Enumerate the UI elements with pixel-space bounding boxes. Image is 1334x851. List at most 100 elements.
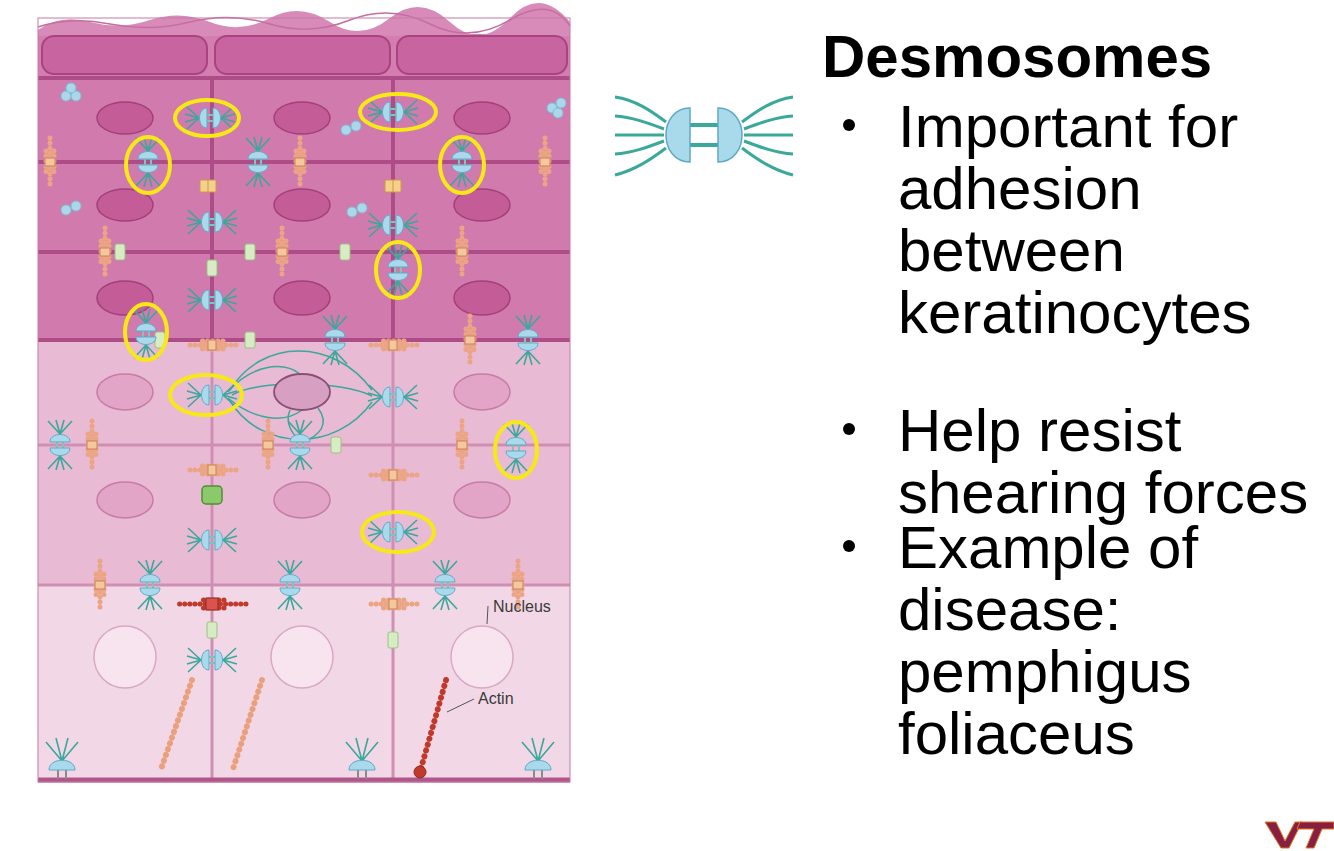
illustration-border <box>38 18 570 782</box>
nucleus <box>454 102 510 134</box>
bullet-dot <box>843 423 855 435</box>
actin-anchor <box>414 766 426 778</box>
basal-nucleus <box>271 626 333 688</box>
granule <box>556 98 566 108</box>
label-text: Nucleus <box>493 598 551 616</box>
hemidesmosome <box>346 738 378 779</box>
adherens-junction <box>45 138 55 186</box>
junctions <box>45 100 554 779</box>
logo-v <box>1265 822 1302 848</box>
nucleus <box>454 374 510 410</box>
basal-nucleus <box>451 626 513 688</box>
adherens-junction <box>369 470 417 480</box>
desmosome-glyph <box>368 100 418 124</box>
cornified-cell <box>397 36 567 74</box>
gap-junction <box>388 632 398 648</box>
nucleus <box>274 374 330 410</box>
actin-junction <box>178 598 246 610</box>
highlight-ring <box>495 422 537 478</box>
part-label: Nucleus <box>493 598 551 616</box>
desmosome-glyph <box>386 245 410 295</box>
adherens-junction <box>87 421 97 469</box>
bullet-dot <box>843 540 855 552</box>
highlight-ring <box>360 94 436 130</box>
nuclei <box>94 102 513 688</box>
granule <box>351 121 361 131</box>
tight-junction <box>385 180 401 192</box>
part-label: Actin <box>478 690 514 708</box>
adherens-junction <box>540 138 550 186</box>
tight-junction <box>200 180 216 192</box>
nucleus <box>454 482 510 518</box>
adherens-junction <box>188 340 236 350</box>
adherens-junction <box>263 421 273 469</box>
logo-t <box>1297 822 1334 848</box>
gap-junction <box>340 244 350 260</box>
actin-strand <box>160 680 192 772</box>
nucleus <box>97 482 153 518</box>
nucleus <box>274 482 330 518</box>
label-text: Actin <box>478 690 514 708</box>
bullet-text: Example of disease: pemphigus foliaceus <box>898 517 1330 765</box>
gap-junction-channel <box>202 486 222 504</box>
adherens-junction <box>465 316 475 364</box>
leader-line <box>447 699 474 712</box>
desmosome-glyph <box>187 648 237 672</box>
slide-title: Desmosomes <box>822 27 1212 87</box>
granule <box>347 207 357 217</box>
desmosome-glyph <box>288 420 312 470</box>
actin-strand <box>420 680 446 772</box>
adherens-junction <box>457 421 467 469</box>
actin-strand <box>232 680 262 772</box>
desmosome-glyph <box>450 137 474 187</box>
highlight-ring <box>440 137 484 193</box>
desmosome-glyph <box>185 106 235 130</box>
spinous-layer <box>38 340 570 585</box>
adherens-junction <box>369 599 417 609</box>
cell-membranes <box>38 18 570 782</box>
hemidesmosome <box>522 738 554 779</box>
granule <box>61 205 71 215</box>
bullet-text: Important for adhesion between keratinoc… <box>898 96 1330 344</box>
bullet-dot <box>843 119 855 131</box>
nucleus <box>274 102 330 134</box>
nucleus <box>274 281 330 315</box>
desmosome-glyph <box>134 309 158 359</box>
highlight-ring <box>175 100 239 136</box>
nucleus <box>97 281 153 315</box>
desmosome-glyph <box>187 288 237 312</box>
desmosome-glyph <box>368 385 418 409</box>
icon-link <box>690 125 718 145</box>
granule <box>66 83 76 93</box>
desmosome-glyph <box>504 423 528 473</box>
epidermis <box>38 3 570 780</box>
adherens-junction <box>457 228 467 276</box>
vt-logo <box>1265 822 1334 848</box>
cell-membrane <box>38 445 570 585</box>
adherens-junction <box>277 228 287 276</box>
bullet-text: Help resist shearing forces <box>898 400 1330 524</box>
desmosome-glyph <box>187 383 237 407</box>
desmosome-glyph <box>368 520 418 544</box>
adherens-junction <box>95 561 105 609</box>
cell-membrane <box>212 340 393 780</box>
icon-fibers <box>742 97 793 175</box>
granule <box>341 125 351 135</box>
highlight-rings <box>125 94 537 552</box>
nucleus <box>97 374 153 410</box>
gap-junction <box>245 244 255 260</box>
gap-junction <box>207 622 217 638</box>
basal-layer <box>38 585 570 780</box>
leader-line <box>487 606 488 624</box>
desmosome-glyph <box>187 528 237 552</box>
nucleus <box>454 281 510 315</box>
granule <box>357 203 367 213</box>
cornified-cell <box>42 36 207 74</box>
desmosome-glyph <box>136 137 160 187</box>
desmosome-glyph <box>187 210 237 234</box>
cornified-band <box>38 34 570 78</box>
hemidesmosome <box>46 738 78 779</box>
adherens-junction <box>188 465 236 475</box>
desmosome-glyph <box>323 315 347 365</box>
